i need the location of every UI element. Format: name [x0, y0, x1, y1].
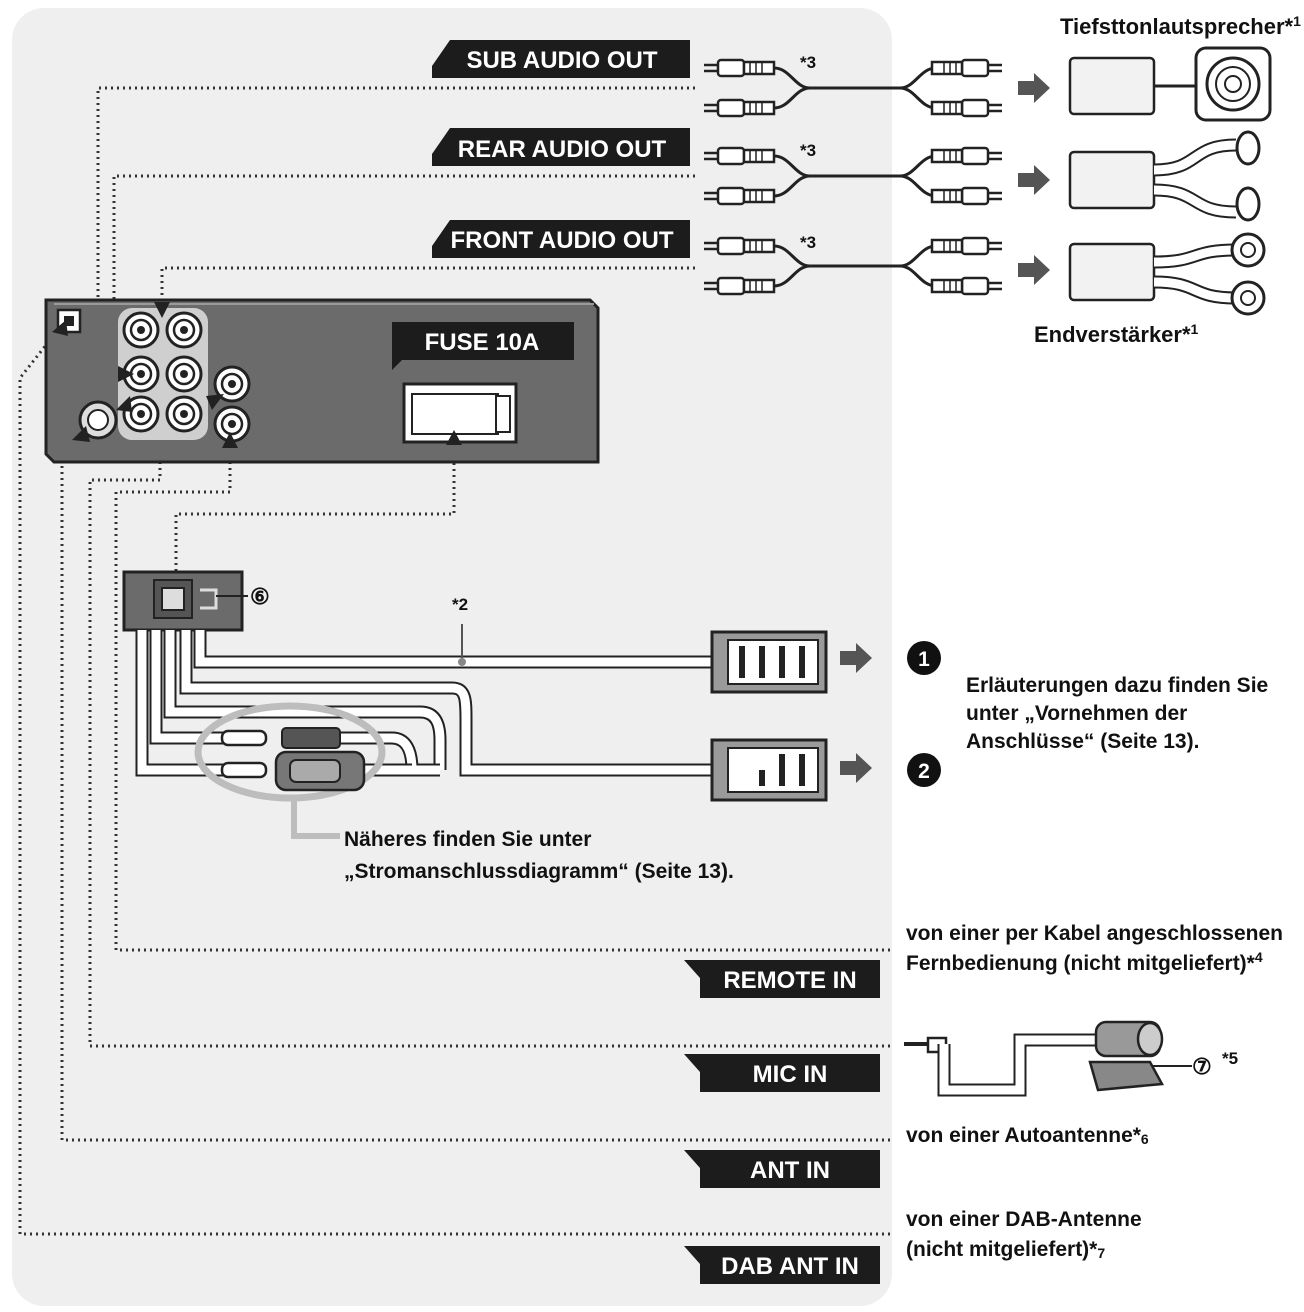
rear-speaker-top — [1235, 130, 1261, 166]
callout-7: ⑦ — [1192, 1054, 1212, 1079]
amplifier-label: Endverstärker*1 — [1034, 321, 1199, 347]
front-amplifier — [1068, 232, 1266, 316]
remote-in-label: REMOTE IN — [684, 960, 880, 998]
subwoofer-label: Tiefsttonlautsprecher*1 — [1060, 13, 1301, 39]
dab-line-2: (nicht mitgeliefert)*7 — [906, 1238, 1105, 1261]
note-star3-rear: *3 — [800, 141, 816, 160]
ant-in-text: ANT IN — [750, 1157, 830, 1184]
front-audio-out-label: FRONT AUDIO OUT — [432, 220, 690, 258]
remote-line-2: Fernbedienung (nicht mitgeliefert)*4 — [906, 949, 1263, 975]
mic-in-text: MIC IN — [753, 1061, 828, 1088]
number-2-text: 2 — [918, 760, 930, 783]
rear-audio-out-label: REAR AUDIO OUT — [432, 128, 690, 166]
rear-speaker-bottom — [1235, 186, 1261, 222]
dab-ant-in-text: DAB ANT IN — [721, 1253, 859, 1280]
explain-line-1: Erläuterungen dazu finden Sie — [966, 674, 1268, 697]
number-1-badge — [907, 641, 941, 675]
dab-ant-in-label: DAB ANT IN — [684, 1246, 880, 1284]
explain-line-3: Anschlüsse“ (Seite 13). — [966, 730, 1199, 753]
rear-amplifier — [1068, 130, 1261, 222]
subwoofer-amplifier — [1068, 46, 1272, 122]
rca-cable-front: *3 — [702, 233, 1050, 296]
rca-cable-sub: *3 — [702, 53, 1050, 118]
fuse-label-text: FUSE 10A — [425, 329, 540, 356]
ant-in-label: ANT IN — [684, 1150, 880, 1188]
remote-line-1: von einer per Kabel angeschlossenen — [906, 922, 1283, 945]
wiring-harness — [122, 570, 712, 839]
connector-1: 1 — [710, 630, 941, 694]
rca-cable-rear: *3 — [702, 141, 1050, 206]
number-1-text: 1 — [918, 648, 930, 671]
note-star3-front: *3 — [800, 233, 816, 252]
power-line-1: Näheres finden Sie unter — [344, 828, 591, 851]
microphone — [904, 1020, 1192, 1097]
note-star5: *5 — [1222, 1049, 1238, 1068]
sub-audio-out-text: SUB AUDIO OUT — [466, 47, 657, 74]
note-star3-sub: *3 — [800, 53, 816, 72]
sub-audio-out-label: SUB AUDIO OUT — [432, 40, 690, 78]
mic-in-label: MIC IN — [684, 1054, 880, 1092]
power-line-2: „Stromanschlussdiagramm“ (Seite 13). — [344, 860, 734, 883]
dab-line-1: von einer DAB-Antenne — [906, 1208, 1142, 1231]
number-2-badge — [907, 753, 941, 787]
remote-in-text: REMOTE IN — [723, 967, 856, 994]
front-audio-out-text: FRONT AUDIO OUT — [450, 227, 673, 254]
connector-2: 2 — [710, 738, 941, 802]
explain-line-2: unter „Vornehmen der — [966, 702, 1187, 725]
callout-6: ⑥ — [250, 584, 270, 609]
fuse-label: FUSE 10A — [392, 322, 574, 370]
note-star2: *2 — [452, 595, 468, 614]
ant-line: von einer Autoantenne*6 — [906, 1124, 1149, 1147]
rear-audio-out-text: REAR AUDIO OUT — [458, 136, 667, 163]
